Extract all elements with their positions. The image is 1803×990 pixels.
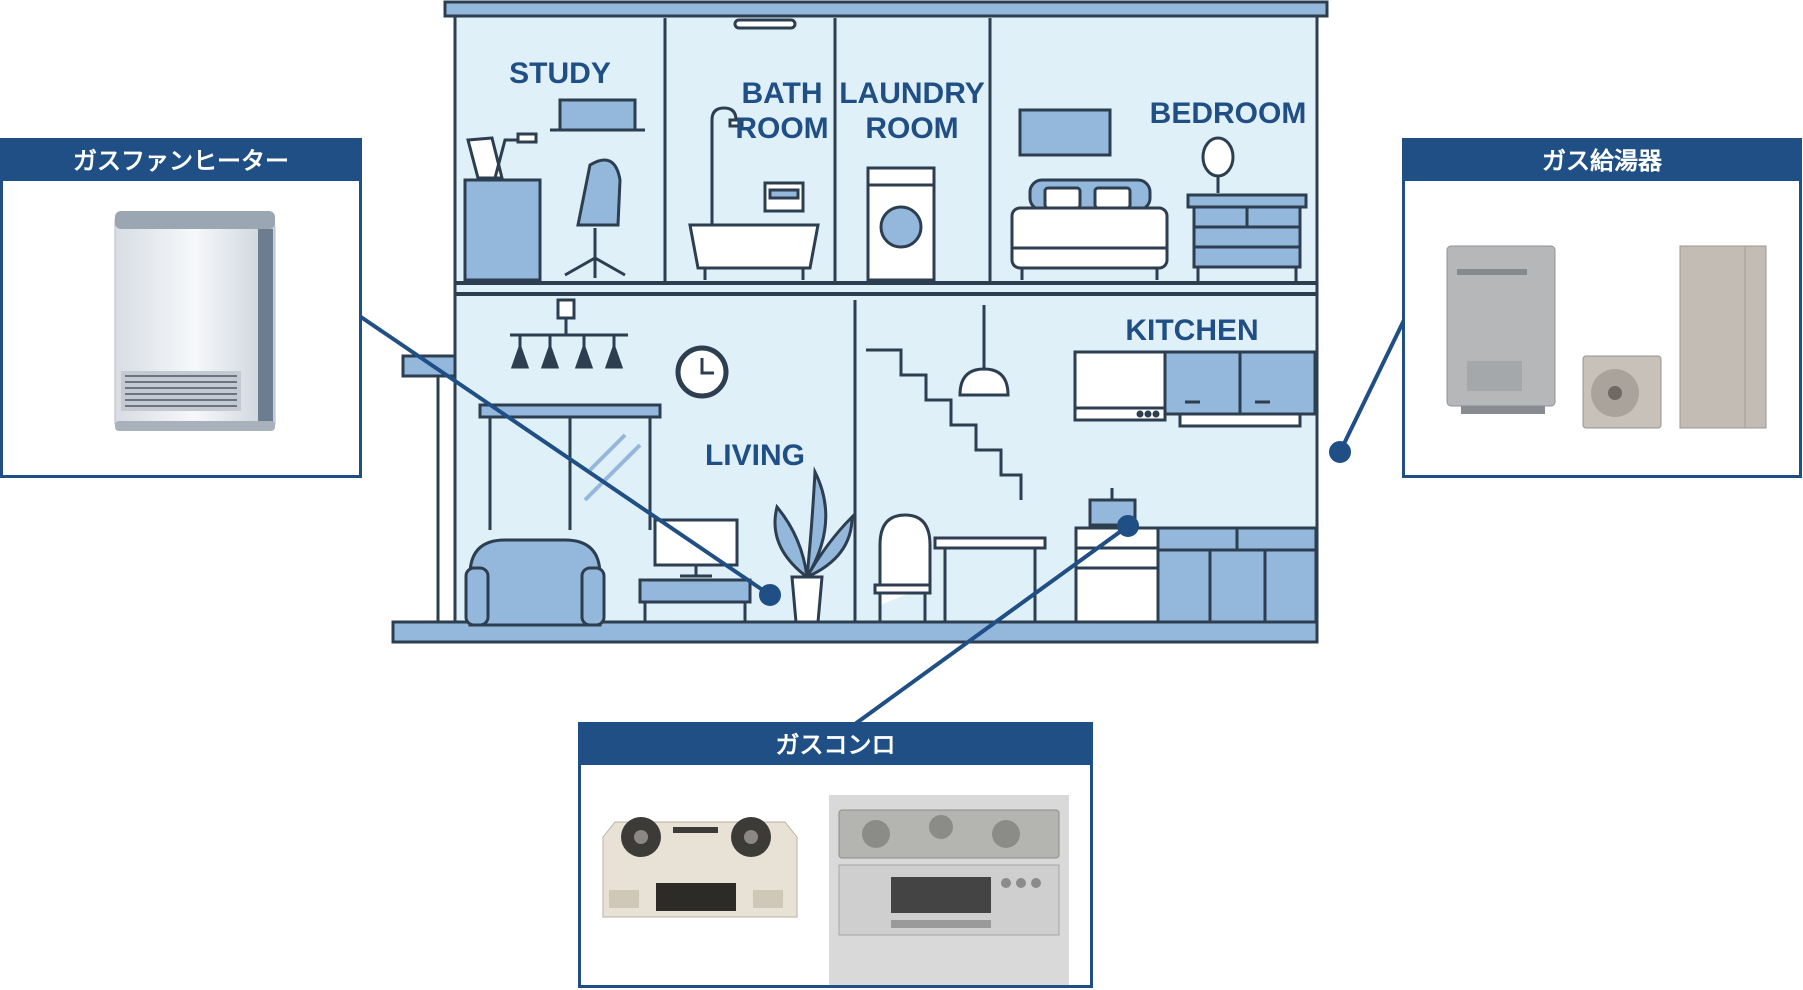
room-label-study: STUDY — [509, 57, 611, 90]
room-labels: STUDY BATH ROOM LAUNDRY ROOM BEDROOM KIT… — [509, 57, 1306, 472]
callout-lines — [356, 313, 1407, 726]
room-label-laundry-2: ROOM — [865, 112, 958, 145]
room-label-living: LIVING — [705, 439, 805, 472]
stove-card: ガスコンロ — [578, 722, 1093, 988]
water-heater-card: ガス給湯器 — [1402, 138, 1802, 478]
callout-dot-heater — [759, 584, 781, 606]
water-heater-title: ガス給湯器 — [1405, 141, 1799, 181]
room-label-bath-1: BATH — [741, 77, 822, 110]
callout-dot-water-heater — [1329, 441, 1351, 463]
gas-fan-heater-photo — [114, 211, 276, 431]
living-furniture — [464, 298, 854, 627]
gas-water-heater-photo — [1446, 245, 1767, 429]
stove-image-frame — [581, 765, 1090, 985]
bedroom-furniture — [1010, 108, 1308, 281]
fan-heater-image-frame — [3, 181, 359, 475]
stove-title: ガスコンロ — [581, 725, 1090, 765]
gas-stove-photo — [602, 795, 1069, 985]
fan-heater-card: ガスファンヒーター — [0, 138, 362, 478]
water-heater-image-frame — [1405, 181, 1799, 475]
room-label-laundry-1: LAUNDRY — [839, 77, 985, 110]
room-label-bedroom: BEDROOM — [1150, 97, 1307, 130]
room-label-kitchen: KITCHEN — [1125, 314, 1258, 347]
bath-furniture — [688, 106, 820, 280]
callout-dot-stove — [1117, 515, 1139, 537]
fan-heater-title: ガスファンヒーター — [3, 141, 359, 181]
study-furniture — [463, 98, 645, 282]
room-label-bath-2: ROOM — [735, 112, 828, 145]
laundry-furniture — [866, 166, 936, 282]
